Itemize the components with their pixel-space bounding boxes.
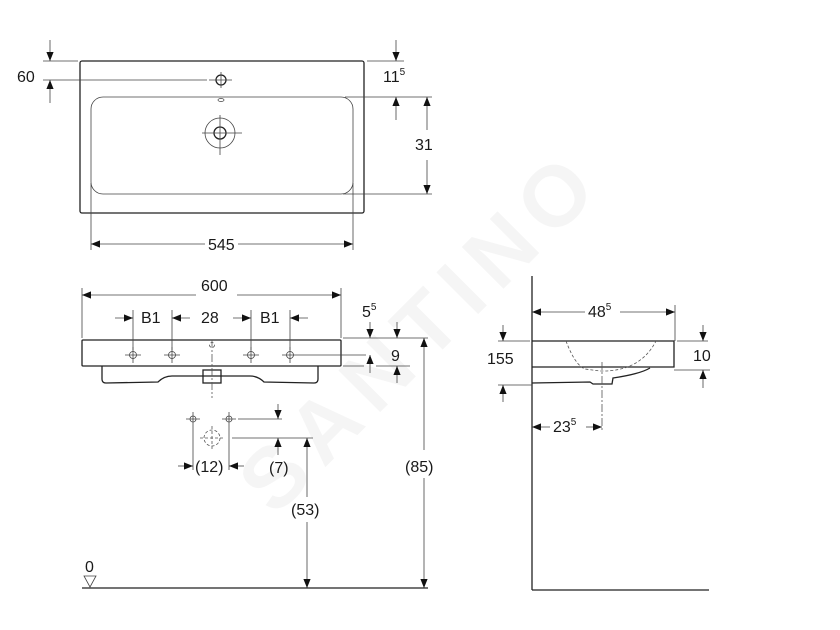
- fixing-holes: [125, 347, 298, 363]
- top-view: 60 115 31 545: [17, 40, 433, 254]
- extension-lines: [345, 60, 432, 98]
- front-view: 600 B1 28 B1 55 9 (7) (12) (53) (85): [81, 278, 433, 589]
- extension-lines: [192, 418, 313, 470]
- dim-rim: 115: [383, 67, 406, 86]
- pipe-connections: [186, 412, 236, 450]
- dim-b1-right: B1: [260, 310, 280, 327]
- bowl-outline: [90, 96, 354, 195]
- dim-total-height: (85): [405, 459, 433, 476]
- side-view: 485 155 10 235: [487, 276, 711, 591]
- basin-side-underside: [531, 367, 651, 385]
- dim-bowl-width: 545: [208, 237, 235, 254]
- dim-drain-height: (53): [291, 502, 319, 519]
- basin-front: [81, 339, 342, 367]
- dim-total-thickness: 155: [487, 351, 514, 368]
- bowl-profile: [565, 340, 657, 372]
- floor-level-label: 0: [85, 559, 94, 576]
- dim-bowl-depth: 31: [415, 137, 433, 154]
- drain-crosshair: [202, 115, 242, 155]
- dim-hole-height: 9: [391, 348, 400, 365]
- dim-pipe-offset: (7): [269, 460, 289, 477]
- dim-pipe-spacing: (12): [195, 459, 223, 476]
- overflow-marker: [209, 342, 215, 348]
- basin-outline-top: [79, 60, 365, 214]
- tap-hole-crosshair: [209, 72, 232, 88]
- dim-depth: 485: [588, 302, 612, 321]
- dim-top: 55: [362, 302, 377, 321]
- extension-lines: [43, 60, 207, 81]
- dim-width: 600: [201, 278, 228, 295]
- extension-lines: [132, 310, 291, 350]
- floor-level-icon: [83, 575, 97, 588]
- dim-drain-offset: 235: [553, 417, 577, 436]
- dim-b1-left: B1: [141, 310, 161, 327]
- dim-rim-thickness: 10: [693, 348, 711, 365]
- overflow-hole: [217, 98, 225, 102]
- dim-center-spacing: 28: [201, 310, 219, 327]
- extension-lines: [90, 183, 354, 250]
- dim-tap-offset: 60: [17, 69, 35, 86]
- basin-side: [532, 340, 675, 368]
- extension-lines: [298, 337, 428, 367]
- basin-underside: [101, 366, 319, 384]
